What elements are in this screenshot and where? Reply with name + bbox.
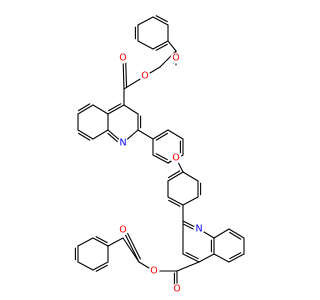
svg-text:O: O <box>141 71 148 82</box>
bond-71 <box>213 253 230 263</box>
bond-51 <box>182 196 199 206</box>
bond-61 <box>198 253 215 263</box>
svg-text:O: O <box>173 284 180 295</box>
atom-oxygen-ester-top: O <box>139 70 151 82</box>
bond-50 <box>168 199 181 207</box>
bond-42 <box>155 153 168 161</box>
bond-77 <box>122 237 140 263</box>
bond-8 <box>137 16 154 26</box>
atom-oxygen-ketone-bottom: O <box>117 224 129 236</box>
bond-33 <box>92 129 109 140</box>
bond-65 <box>213 228 230 239</box>
svg-text:O: O <box>119 225 126 236</box>
bond-62 <box>182 253 200 263</box>
atom-nitrogen-quinoline-bottom: N <box>193 223 205 235</box>
bond-35 <box>152 129 169 140</box>
bond-88 <box>95 264 108 272</box>
atom-oxygen-ketone-top: O <box>170 52 182 64</box>
bond-18 <box>107 104 125 115</box>
bond-26 <box>123 104 139 115</box>
bond-79 <box>125 230 141 260</box>
bond-34 <box>137 129 154 140</box>
bond-4 <box>155 43 168 51</box>
bond-3 <box>152 40 169 50</box>
bond-54 <box>182 171 199 182</box>
svg-text:O: O <box>172 53 179 64</box>
bond-80 <box>107 237 124 247</box>
bond-6 <box>152 16 169 26</box>
bond-9 <box>167 40 177 52</box>
atom-nitrogen-quinoline-top: N <box>117 137 129 149</box>
bond-2 <box>137 40 154 50</box>
bond-32 <box>77 132 91 141</box>
bond-70 <box>229 252 242 260</box>
atom-oxygen-carbonyl-top: O <box>117 52 129 64</box>
svg-text:N: N <box>119 138 126 149</box>
bond-63 <box>185 252 199 260</box>
bond-28 <box>77 104 94 115</box>
bond-86 <box>77 261 94 271</box>
bond-7 <box>155 15 168 23</box>
molecule-structure-diagram: O O O N O N O O <box>74 15 245 295</box>
bond-87 <box>92 261 109 271</box>
bond-41 <box>152 154 169 164</box>
bond-66 <box>228 228 245 239</box>
bond-49 <box>167 196 184 206</box>
bond-27 <box>92 104 109 115</box>
bond-46 <box>167 171 184 182</box>
bond-82 <box>95 236 108 244</box>
atom-oxygen-ether: O <box>170 152 182 164</box>
svg-text:O: O <box>150 266 157 277</box>
atom-oxygen-carbonyl-bottom: O <box>171 283 183 295</box>
bond-69 <box>228 253 245 263</box>
bond-47 <box>167 170 181 179</box>
bond-17 <box>125 59 128 88</box>
bond-36 <box>155 132 169 141</box>
svg-text:N: N <box>195 224 202 235</box>
bond-layer <box>74 15 245 290</box>
bond-31 <box>77 129 94 140</box>
svg-text:O: O <box>119 53 126 64</box>
bond-78 <box>122 229 140 263</box>
bond-83 <box>77 237 94 247</box>
atom-oxygen-ester-bottom: O <box>148 265 160 277</box>
bond-29 <box>77 103 91 112</box>
bond-37 <box>167 129 184 140</box>
atom-label-layer: O O O N O N O O <box>117 52 205 295</box>
bond-67 <box>228 231 242 240</box>
bond-19 <box>108 103 122 112</box>
bond-81 <box>92 237 109 247</box>
bond-72 <box>176 261 200 272</box>
svg-text:O: O <box>172 153 179 164</box>
